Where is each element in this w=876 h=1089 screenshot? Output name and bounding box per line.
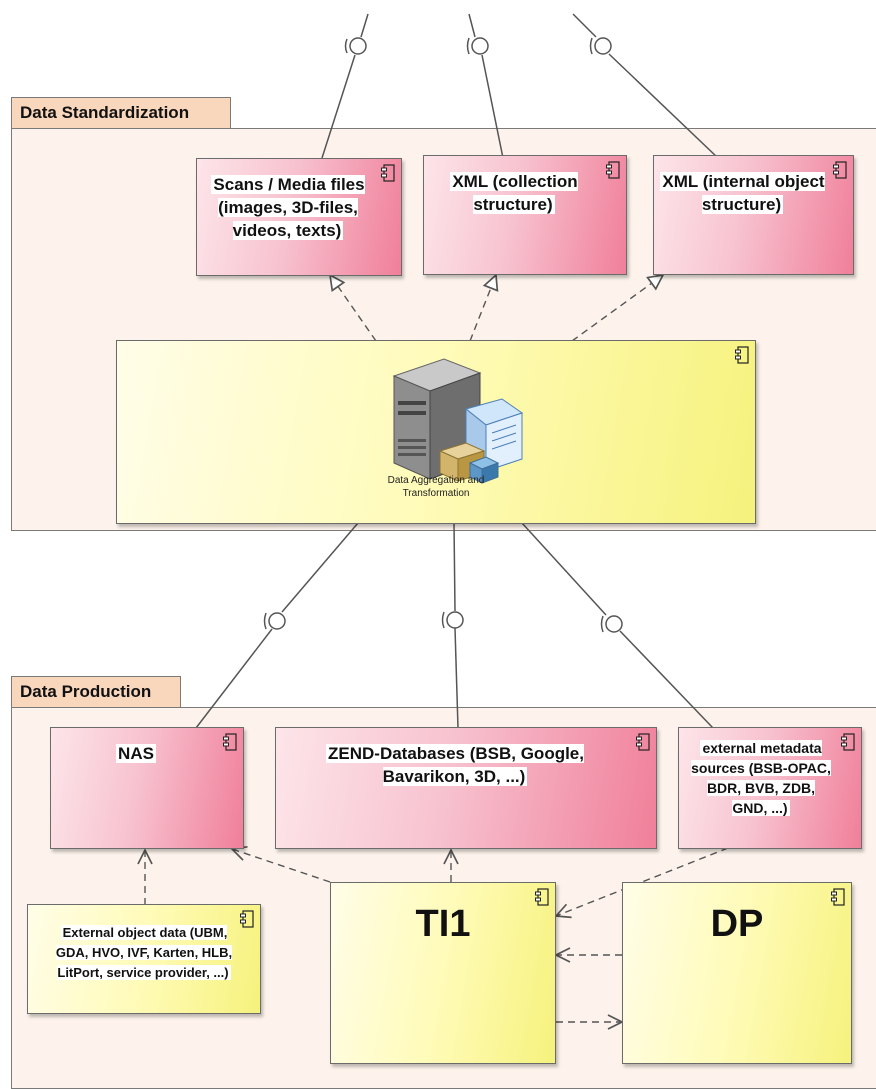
interface-line-xml-collection: [466, 13, 504, 159]
component-data-aggregation-label: Data Aggregation and Transformation: [387, 475, 485, 499]
realization-arrow-scans: [330, 275, 377, 342]
uml-component-icon: [831, 888, 845, 906]
artifact-scans-media[interactable]: Scans / Media files (images, 3D-files, v…: [196, 158, 402, 276]
uml-component-icon: [636, 733, 650, 751]
artifact-external-metadata[interactable]: external metadata sources (BSB-OPAC, BDR…: [678, 727, 862, 849]
uml-component-icon: [606, 161, 620, 179]
component-ti1-label: TI1: [415, 903, 471, 945]
package-tab-data-standardization: Data Standardization: [11, 97, 231, 129]
dependency-arrow-external-metadata-to-ti1: [556, 847, 729, 916]
artifact-xml-internal-label: XML (internal object structure): [660, 172, 825, 214]
interface-line-external-metadata: [521, 522, 714, 729]
component-external-object-data-label: External object data (UBM, GDA, HVO, IVF…: [55, 925, 233, 980]
provided-interface-icon: [268, 612, 286, 630]
component-external-object-data[interactable]: External object data (UBM, GDA, HVO, IVF…: [27, 904, 261, 1014]
component-ti1[interactable]: TI1: [330, 882, 556, 1064]
artifact-xml-collection-label: XML (collection structure): [450, 172, 578, 214]
uml-component-icon: [381, 164, 395, 182]
server-icon: [392, 358, 524, 484]
provided-interface-icon: [605, 615, 623, 633]
artifact-xml-internal[interactable]: XML (internal object structure): [653, 155, 854, 275]
provided-interface-icon: [446, 611, 464, 629]
uml-component-icon: [833, 161, 847, 179]
uml-component-icon: [735, 346, 749, 364]
realization-arrow-xml-collection: [469, 275, 496, 342]
artifact-external-metadata-label: external metadata sources (BSB-OPAC, BDR…: [691, 740, 831, 816]
artifact-nas-label: NAS: [116, 744, 156, 763]
component-dp-label: DP: [710, 903, 764, 945]
interface-line-scans: [321, 13, 369, 159]
artifact-scans-media-label: Scans / Media files (images, 3D-files, v…: [211, 175, 365, 240]
interface-line-xml-internal: [572, 13, 719, 159]
component-dp[interactable]: DP: [622, 882, 852, 1064]
uml-component-icon: [841, 733, 855, 751]
package-tab-data-production: Data Production: [11, 676, 181, 708]
uml-component-icon: [535, 888, 549, 906]
uml-component-icon: [240, 910, 254, 928]
artifact-xml-collection[interactable]: XML (collection structure): [423, 155, 627, 275]
interface-line-zend: [441, 522, 464, 729]
provided-interface-icon: [594, 37, 612, 55]
artifact-zend-databases[interactable]: ZEND-Databases (BSB, Google, Bavarikon, …: [275, 727, 657, 849]
interface-line-nas: [195, 522, 359, 729]
provided-interface-icon: [349, 37, 367, 55]
dependency-arrow-ti1-to-nas: [232, 849, 331, 883]
artifact-nas[interactable]: NAS: [50, 727, 244, 849]
uml-component-icon: [223, 733, 237, 751]
realization-arrow-xml-internal: [571, 275, 663, 342]
provided-interface-icon: [471, 37, 489, 55]
component-data-aggregation[interactable]: Data Aggregation and Transformation: [116, 340, 756, 524]
artifact-zend-databases-label: ZEND-Databases (BSB, Google, Bavarikon, …: [326, 744, 584, 786]
